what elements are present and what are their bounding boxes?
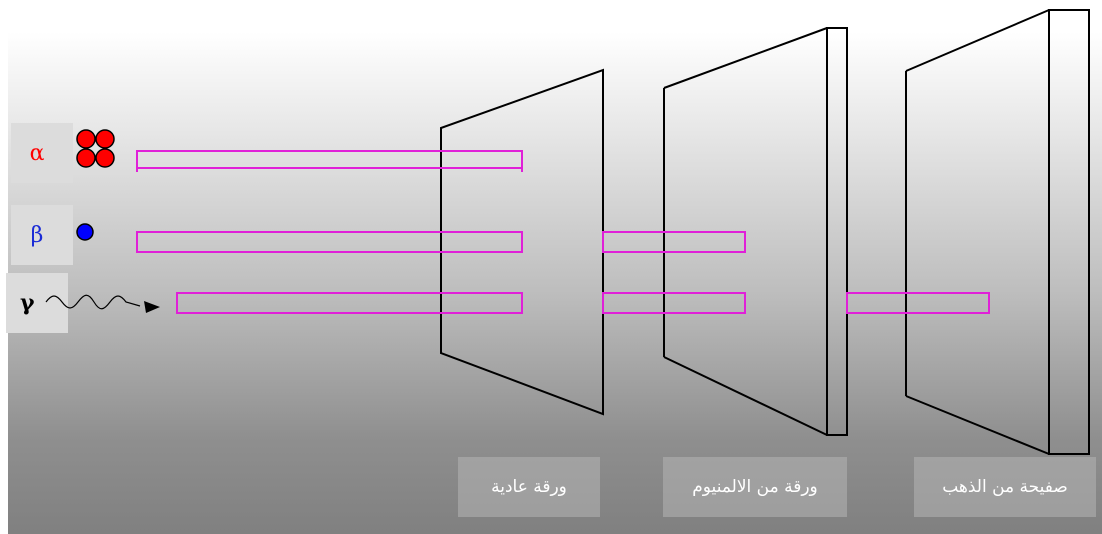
alpha-beam xyxy=(136,150,523,172)
alpha-symbol: α xyxy=(29,140,45,166)
gold-plate-shield xyxy=(905,9,1090,455)
gamma-beam xyxy=(176,292,990,314)
alpha-particle-icon xyxy=(76,129,115,168)
background-gradient xyxy=(8,0,1102,534)
gamma-symbol: γ xyxy=(20,290,35,316)
beta-symbol: β xyxy=(30,222,44,248)
beta-beam xyxy=(136,231,746,253)
gold-label: صفيحة من الذهب xyxy=(914,457,1096,517)
gamma-wave-icon xyxy=(45,294,160,313)
paper-label: ورقة عادية xyxy=(458,457,600,517)
gamma-symbol-box: γ xyxy=(6,273,68,333)
beta-symbol-box: β xyxy=(11,205,73,265)
aluminium-label: ورقة من الالمنيوم xyxy=(663,457,847,517)
alpha-symbol-box: α xyxy=(11,123,73,183)
paper-shield xyxy=(440,68,604,416)
beta-particle-icon xyxy=(76,223,94,241)
